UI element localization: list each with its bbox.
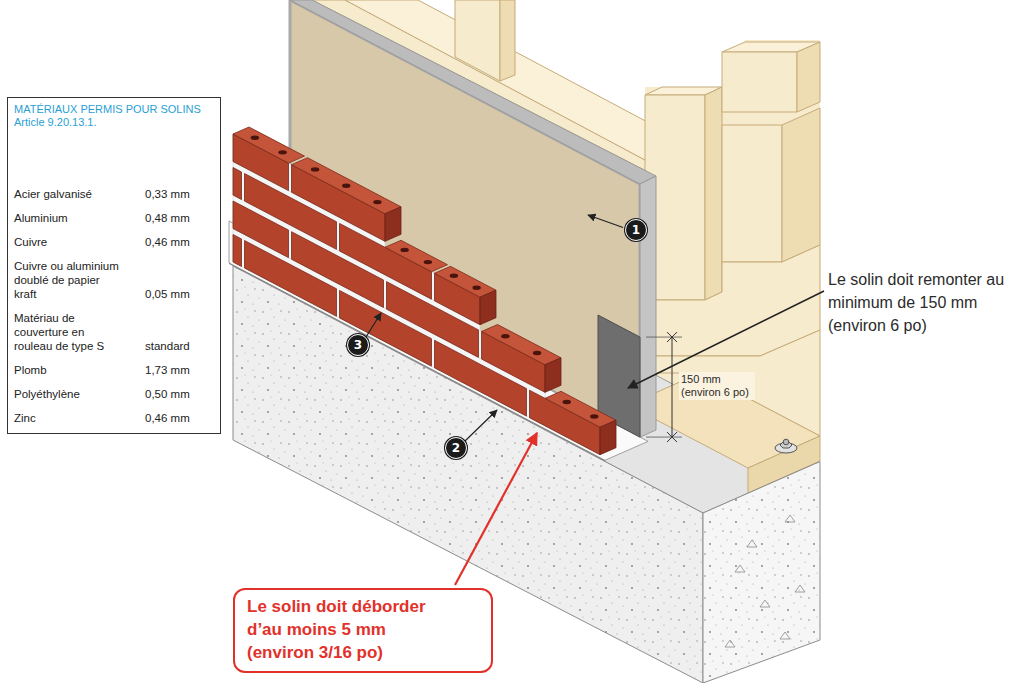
material-name: Aluminium [14, 211, 122, 225]
floor-joist [722, 125, 782, 262]
aggregate-mark [785, 515, 795, 522]
material-name: Polyéthylène [14, 387, 122, 401]
brick-top [435, 266, 497, 297]
wall-stud [455, 0, 500, 81]
concrete-texture [703, 462, 820, 683]
anchor-bolt [783, 439, 789, 445]
callout-number: 1 [632, 224, 640, 236]
callout-number: 2 [452, 442, 460, 454]
aggregate-mark [735, 565, 745, 572]
brick-top [545, 391, 616, 427]
thickness-value: 0,46 mm [145, 235, 214, 249]
material-name: Zinc [14, 411, 122, 425]
brick-core-hole [311, 167, 319, 171]
brick-core-hole [400, 248, 408, 252]
materials-table: MATÉRIAUX PERMIS POUR SOLINSArticle 9.20… [7, 97, 221, 434]
annotation-note: Le solin doit remonter au minimum de 150… [828, 268, 1016, 337]
thickness-value: 0,46 mm [145, 411, 214, 425]
foundation-face [233, 266, 703, 683]
brick-end [480, 290, 496, 325]
article-reference: Article 9.20.13.1. [14, 116, 214, 129]
foundation-side [703, 462, 820, 683]
aggregate-mark [780, 632, 790, 639]
brick-core-hole [501, 334, 509, 338]
thickness-value: standard [145, 339, 214, 353]
material-name: Plomb [14, 363, 122, 377]
callout-number: 3 [354, 339, 362, 351]
leader-line [588, 215, 623, 228]
dimension-label: 150 mm (environ 6 po) [679, 372, 755, 400]
leader-line [465, 410, 497, 441]
note-text: Le solin doit déborder d’au moins 5 mm (… [247, 596, 439, 665]
brick-core-hole [563, 400, 571, 404]
thickness-value: 0,50 mm [145, 387, 214, 401]
brick-end [600, 420, 616, 455]
brick-core-hole [533, 351, 541, 355]
sheathing-edge [290, 0, 656, 184]
thickness-value: 0,05 mm [145, 287, 214, 301]
warning-callout-box: Le solin doit déborder d’au moins 5 mm (… [233, 588, 493, 673]
end-stud-side [705, 87, 722, 300]
callout-circle: 2 [445, 437, 467, 459]
wall-stud-side [500, 0, 515, 81]
aggregate-mark [795, 585, 805, 592]
material-name: Cuivre ou aluminium doublé de papier kra… [14, 259, 122, 301]
materials-grid: Acier galvanisé 0,33 mm Aluminium 0,48 mm Cu… [14, 187, 214, 425]
brick-core-hole [342, 184, 350, 188]
dimension-tick [667, 432, 677, 442]
dimension-line [672, 337, 673, 437]
thickness-value: 0,33 mm [145, 187, 214, 201]
floor-joist-side [797, 42, 820, 112]
sheathing-edge [640, 176, 656, 437]
concrete-texture [233, 266, 703, 683]
brick-core-hole [450, 274, 458, 278]
rim-joist [645, 245, 820, 356]
warning-arrow [455, 433, 537, 585]
brick-core-hole [424, 260, 432, 264]
floor-joist [722, 52, 797, 112]
floor-joist-side [782, 108, 820, 262]
brick-face [233, 168, 242, 200]
dimension-tick [667, 432, 677, 442]
brick-top [292, 158, 402, 214]
material-name: Matériau de couverture en rouleau de typ… [14, 311, 122, 353]
table-heading: MATÉRIAUX PERMIS POUR SOLINSArticle 9.20… [14, 103, 214, 129]
thickness-value: 1,73 mm [145, 363, 214, 377]
thickness-value: 0,48 mm [145, 211, 214, 225]
aggregate-mark [760, 600, 770, 607]
brick-top [482, 325, 562, 365]
brick-core-hole [278, 150, 286, 154]
brick-core-hole [590, 414, 598, 418]
extension-line [646, 437, 682, 438]
brick-face [233, 235, 242, 267]
brick-core-hole [251, 136, 259, 140]
material-name: Acier galvanisé [14, 187, 122, 201]
dimension-tick [667, 332, 677, 342]
callout-circle: 3 [347, 334, 369, 356]
brick-core-hole [472, 286, 480, 290]
brick-core-hole [373, 200, 381, 204]
callout-circle: 1 [625, 219, 647, 241]
brick-top [233, 127, 305, 163]
aggregate-mark [725, 640, 735, 647]
brick-end [545, 358, 561, 393]
leader-line [366, 313, 381, 337]
aggregate-mark [747, 540, 757, 547]
extension-line [646, 337, 682, 338]
brick-top [385, 240, 448, 271]
dimension-tick [667, 332, 677, 342]
foundation-wall-illustration [229, 0, 824, 683]
material-name: Cuivre [14, 235, 122, 249]
brick-end [385, 207, 401, 242]
table-title: MATÉRIAUX PERMIS POUR SOLINS [14, 103, 214, 116]
